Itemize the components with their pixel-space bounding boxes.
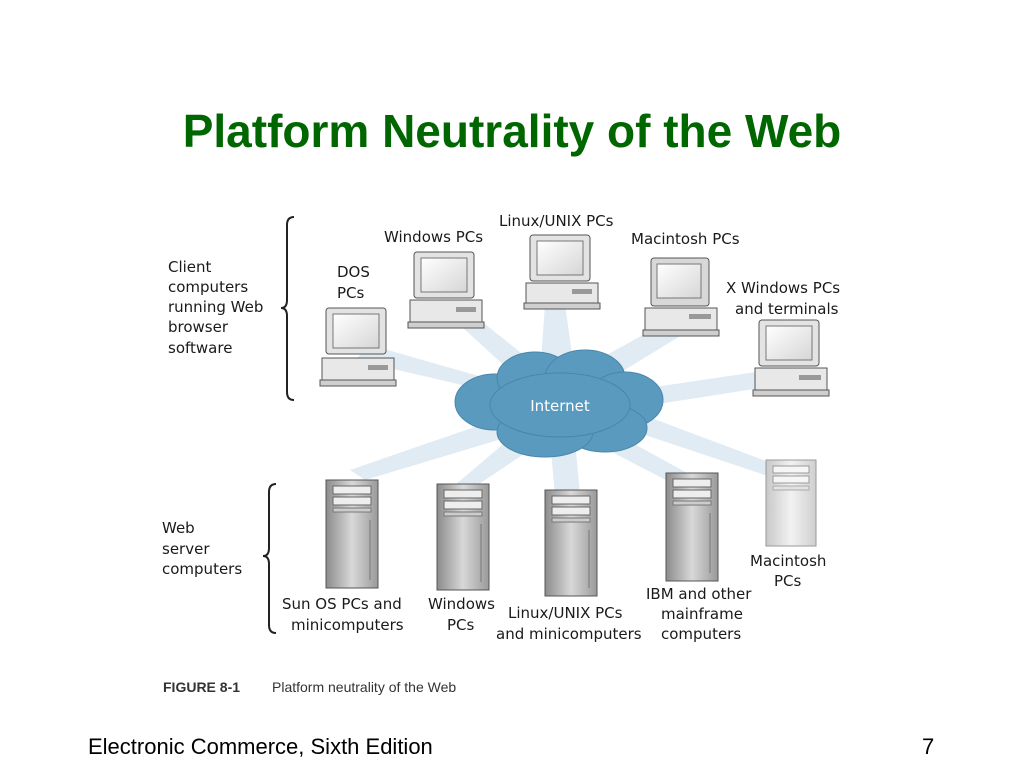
server-sun-os-tower bbox=[325, 479, 379, 589]
server-ibm-label: IBM and other mainframe computers bbox=[646, 585, 756, 643]
client-windows-label: Windows PCs bbox=[384, 228, 483, 246]
client-bracket bbox=[280, 216, 295, 401]
ray-srv5 bbox=[615, 410, 790, 480]
server-macintosh-label: Macintosh PCs bbox=[750, 552, 831, 590]
client-dos-pc bbox=[319, 307, 397, 387]
client-dos-label: DOS PCs bbox=[337, 263, 375, 302]
slide-title: Platform Neutrality of the Web bbox=[182, 105, 842, 157]
server-windows-tower bbox=[436, 483, 490, 591]
client-macintosh-pc bbox=[642, 257, 720, 337]
figure-number: FIGURE 8-1 bbox=[163, 679, 240, 695]
server-linux-tower bbox=[544, 489, 598, 597]
server-macintosh-tower bbox=[765, 459, 817, 547]
footer-course-title: Electronic Commerce, Sixth Edition bbox=[88, 734, 433, 759]
server-sun-os-label: Sun OS PCs and minicomputers bbox=[282, 595, 407, 634]
client-xwindows-label: X Windows PCs and terminals bbox=[726, 279, 845, 318]
server-group-label: Web server computers bbox=[162, 519, 242, 578]
ray-srv1 bbox=[350, 420, 515, 480]
client-linux-pc bbox=[523, 234, 601, 310]
client-xwindows-terminal bbox=[752, 319, 830, 397]
server-linux-label: Linux/UNIX PCs and minicomputers bbox=[496, 604, 642, 643]
client-windows-pc bbox=[407, 251, 485, 329]
server-windows-label: Windows PCs bbox=[428, 595, 500, 634]
internet-cloud bbox=[454, 349, 664, 458]
internet-label: Internet bbox=[530, 397, 590, 415]
client-macintosh-label: Macintosh PCs bbox=[631, 230, 740, 248]
server-ibm-mainframe-tower bbox=[665, 472, 719, 582]
client-linux-label: Linux/UNIX PCs bbox=[499, 212, 614, 230]
server-bracket bbox=[262, 483, 277, 634]
page-number: 7 bbox=[922, 734, 935, 759]
client-group-label: Client computers running Web browser sof… bbox=[168, 258, 268, 357]
figure-caption: Platform neutrality of the Web bbox=[272, 679, 456, 695]
